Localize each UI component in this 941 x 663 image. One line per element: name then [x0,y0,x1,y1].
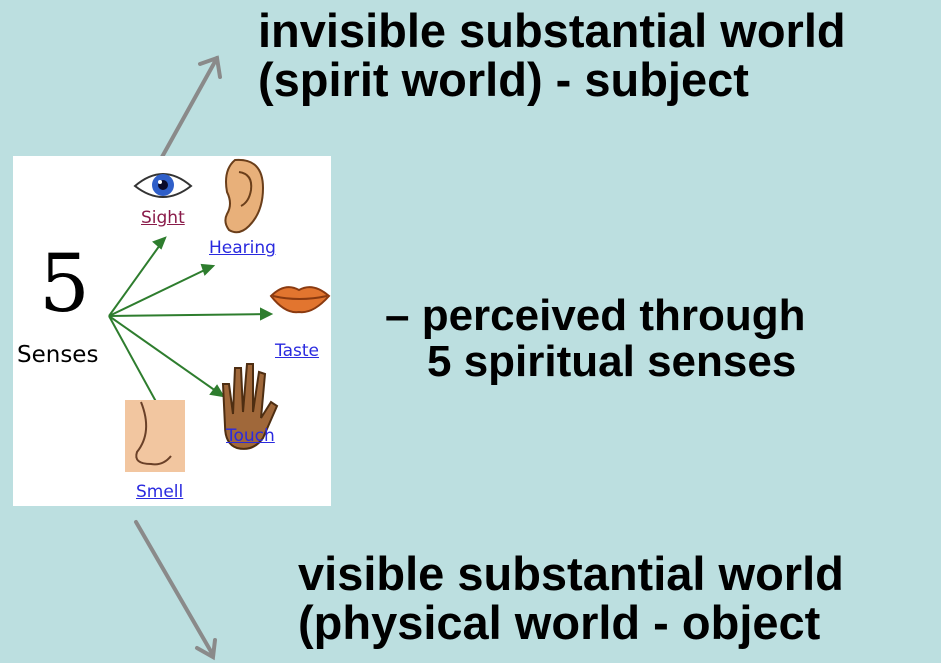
down-arrow-icon [134,520,217,661]
nose-icon [125,400,185,472]
sight-label: Sight [141,208,185,228]
hearing-label: Hearing [209,238,276,258]
physical-world-heading: visible substantial world (physical worl… [298,549,844,648]
touch-label: Touch [226,426,275,446]
smell-label: Smell [136,482,184,502]
spirit-world-line-2: (spirit world) - subject [258,53,749,107]
five-senses-image: 5 Senses Sight Hearing Taste Touch Smell [13,156,331,506]
ear-icon [224,158,265,234]
hand-icon [221,363,279,450]
eye-icon [133,173,193,198]
senses-title-label: Senses [17,342,99,368]
physical-world-line-1: visible substantial world [298,547,844,600]
perception-line-2: 5 spiritual senses [427,337,797,387]
five-number-label: 5 [39,237,90,330]
physical-world-line-2: (physical world - object [298,596,821,650]
lips-icon [269,286,331,314]
five-senses-illustration [108,158,331,472]
up-arrow-icon [160,55,222,159]
spirit-world-line-1: invisible substantial world [258,4,846,57]
taste-label: Taste [275,341,319,361]
perception-caption: – perceived through 5 spiritual senses [385,291,806,387]
spirit-world-heading: invisible substantial world (spirit worl… [258,6,846,105]
perception-line-1: – perceived through [385,291,806,340]
